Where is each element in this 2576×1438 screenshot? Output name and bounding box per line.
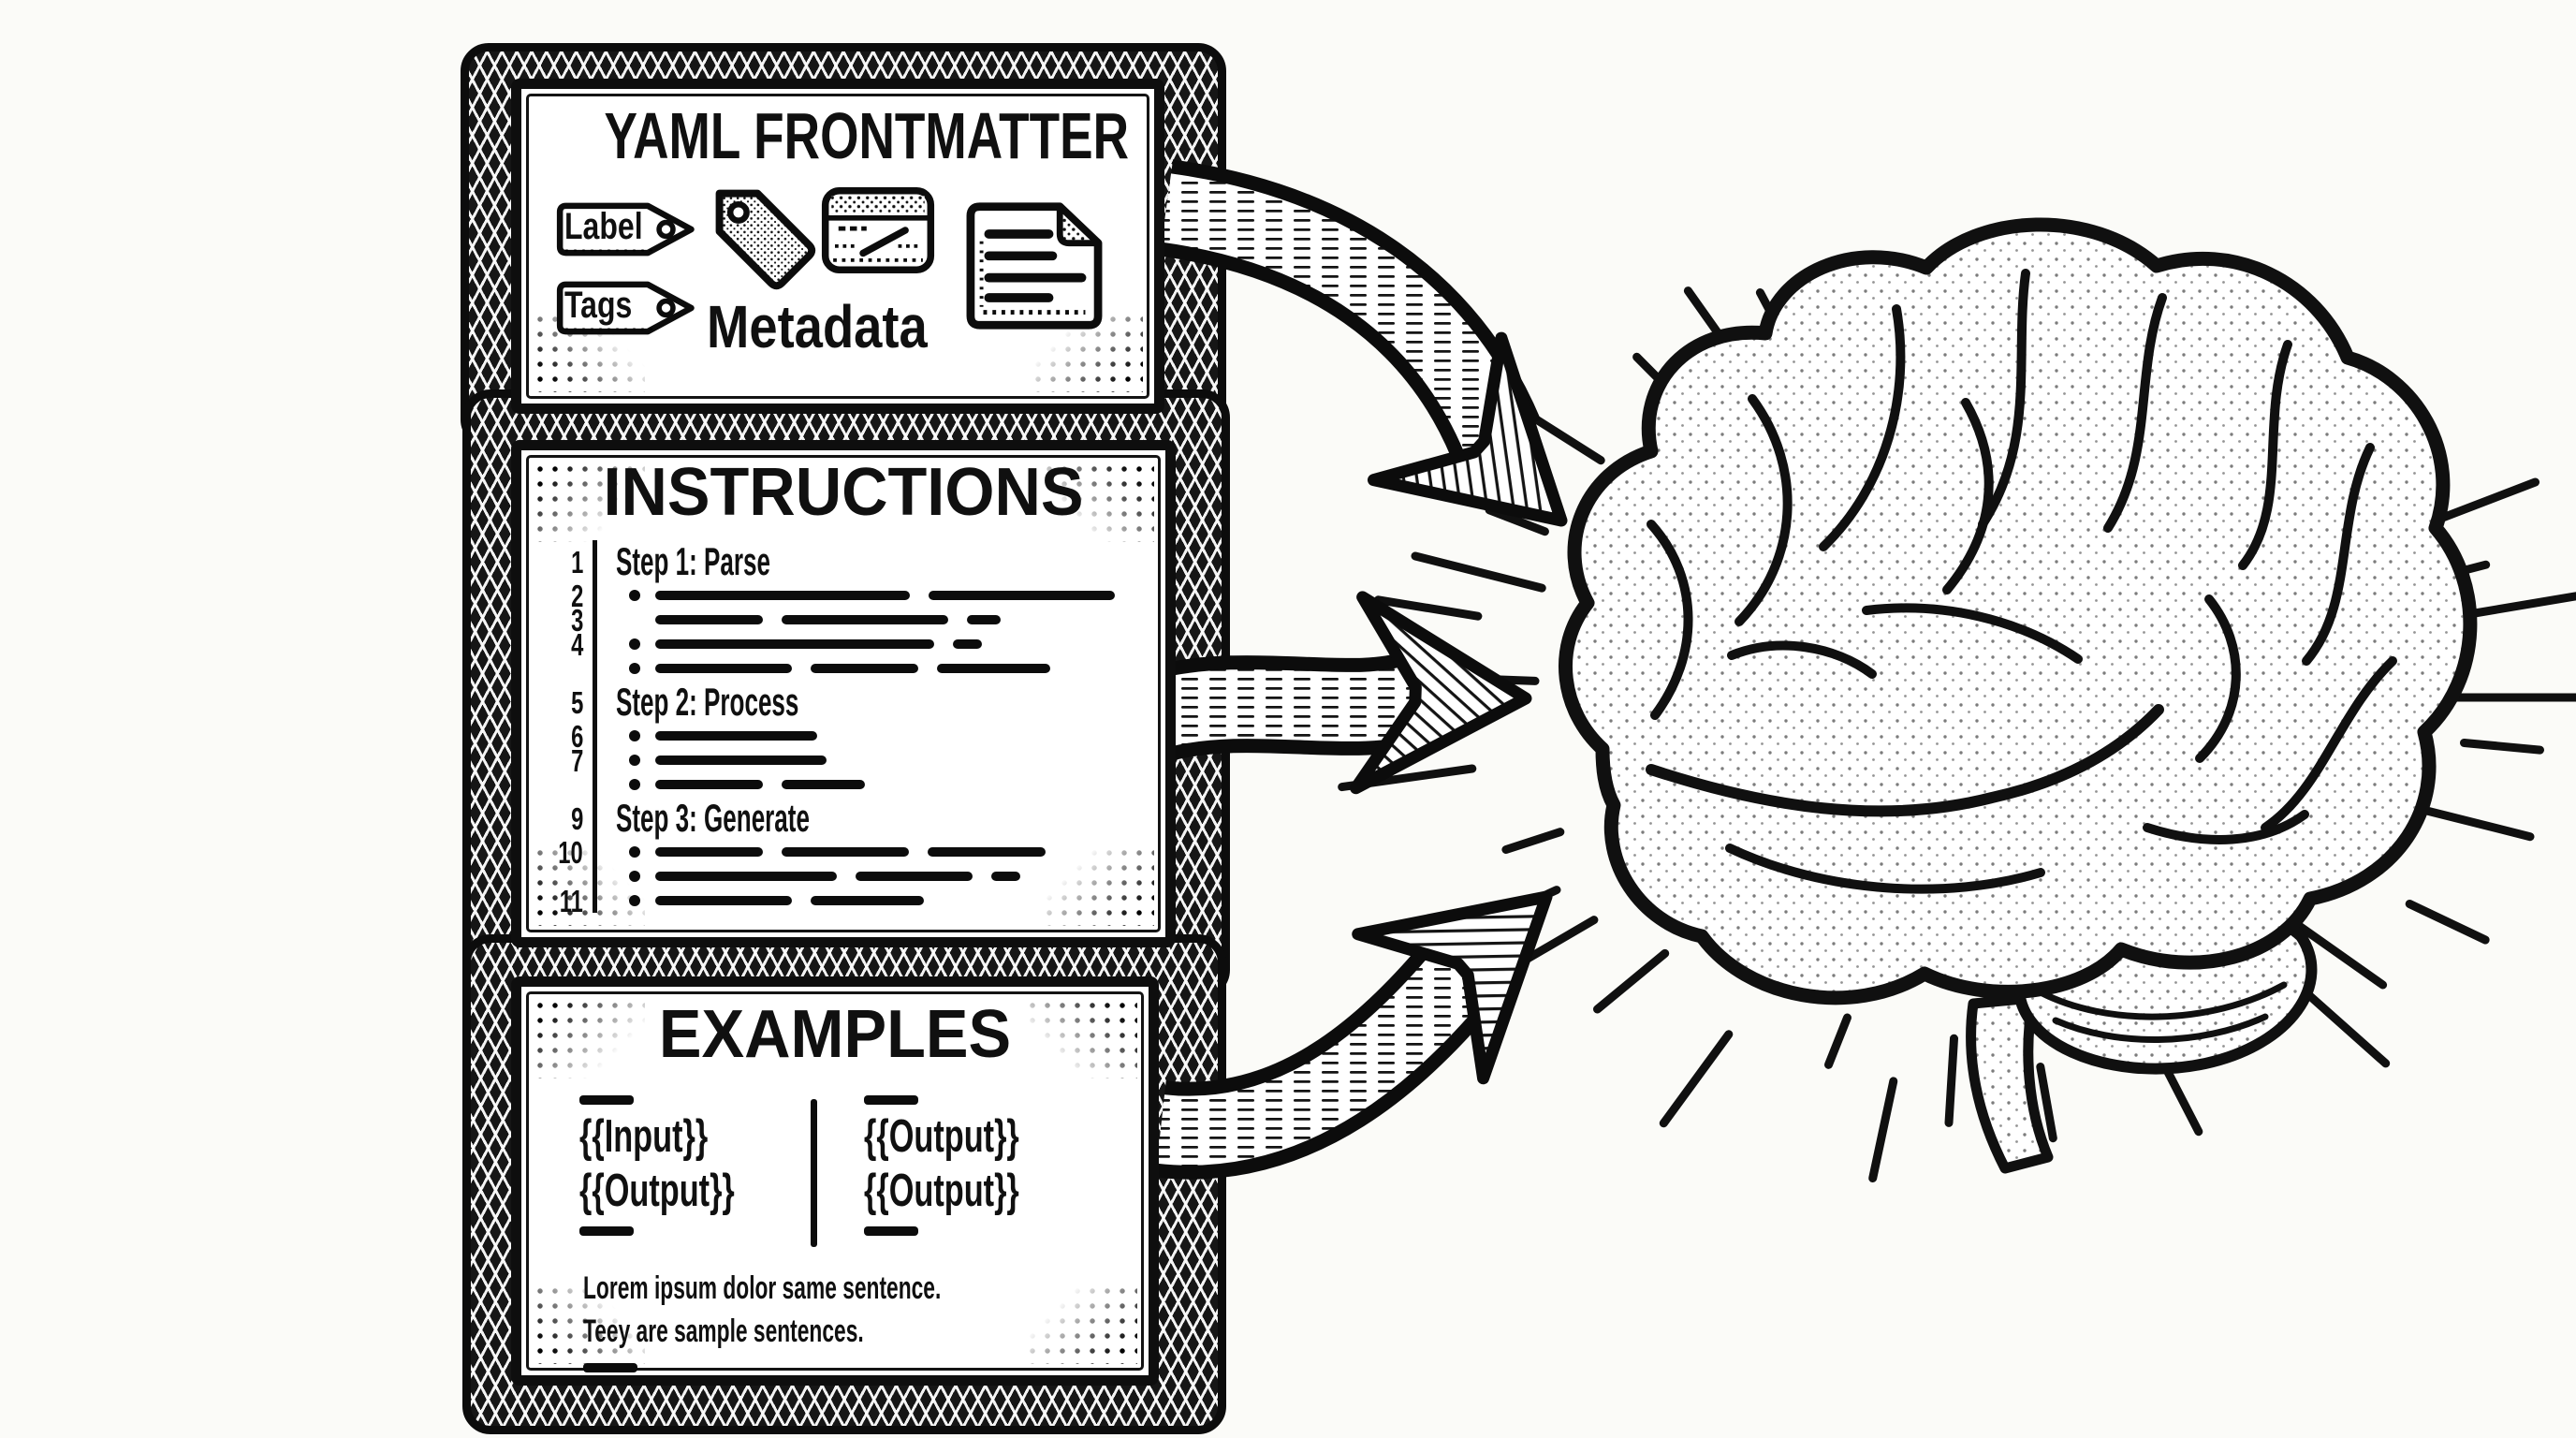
ray-line — [1944, 1034, 1958, 1127]
tag-chip-label: Tags — [564, 284, 633, 326]
dash-mark — [863, 1095, 918, 1105]
instruction-row: 7 — [540, 745, 1145, 776]
metadata-card-icon — [821, 187, 935, 273]
caption-line: Teey are sample sentences. — [583, 1313, 864, 1349]
arrow-instructions-to-brain — [1149, 591, 1532, 795]
bullet-dot — [629, 730, 640, 741]
line-number: 6 — [540, 721, 597, 752]
tag-chip-label: Label — [564, 205, 643, 247]
bullet-dot — [629, 871, 640, 882]
metadata-label: Metadata — [707, 293, 928, 360]
ray-line — [2460, 739, 2544, 755]
bullet-dot — [629, 779, 640, 790]
tags-tag-chip: Tags — [549, 278, 697, 338]
ray-line — [1824, 1013, 1852, 1069]
dash-mark — [579, 1095, 634, 1105]
ray-line — [1593, 948, 1670, 1014]
template-token: {{Input}} — [579, 1111, 709, 1162]
ray-line — [2299, 986, 2391, 1068]
instructions-rows: 1 Step 1: Parse 2 3 4 — [540, 540, 1145, 928]
dash-mark — [579, 1225, 634, 1236]
bullet-dot — [629, 638, 640, 650]
line-number: 4 — [540, 629, 597, 660]
ray-line — [2293, 920, 2388, 990]
tag-chip-icon — [556, 202, 695, 257]
template-token: {{Output}} — [863, 1111, 1019, 1162]
line-number: 11 — [540, 886, 597, 917]
arrow-examples-to-brain — [1155, 890, 1553, 1180]
column-divider — [810, 1099, 817, 1247]
ray-line — [1501, 828, 1565, 854]
label-tag-chip: Label — [549, 199, 697, 259]
bullet-dot — [629, 590, 640, 601]
document-icon — [966, 202, 1103, 330]
brain-stem — [1966, 992, 2054, 1174]
arrow-yaml-to-brain — [1159, 159, 1568, 527]
bullet-dot — [629, 663, 640, 674]
step-heading: Step 1: Parse — [616, 539, 771, 583]
bullet-dot — [629, 895, 640, 906]
ray-line — [1373, 595, 1483, 621]
line-number — [540, 864, 597, 888]
instruction-row: 10 — [540, 837, 1145, 868]
instruction-row: 4 — [540, 629, 1145, 660]
examples-caption: Lorem ipsum dolor same sentence. Teey ar… — [583, 1268, 1118, 1380]
examples-box-title: EXAMPLES — [658, 997, 1012, 1072]
dash-mark — [583, 1362, 637, 1372]
instruction-row: 3 — [540, 605, 1145, 636]
ray-line — [1485, 506, 1549, 536]
ray-line — [2425, 477, 2539, 527]
examples-box: EXAMPLES {{Input}} {{Output}} {{Output}}… — [511, 976, 1159, 1386]
instruction-row: 11 — [540, 886, 1145, 917]
step-heading: Step 2: Process — [616, 680, 799, 724]
examples-columns: {{Input}} {{Output}} {{Output}} {{Output… — [579, 1095, 1111, 1247]
caption-line: Lorem ipsum dolor same sentence. — [583, 1270, 942, 1306]
tag-chip-icon — [556, 281, 695, 335]
yaml-box-title: YAML FRONTMATTER — [604, 99, 1130, 172]
line-number: 7 — [540, 745, 597, 776]
brain-illustration — [1558, 217, 2478, 1174]
bullet-dot — [629, 846, 640, 858]
examples-right-column: {{Output}} {{Output}} — [863, 1095, 1086, 1247]
ray-line — [1411, 551, 1546, 593]
yaml-frontmatter-box: YAML FRONTMATTER Label Tags — [511, 79, 1164, 414]
dash-mark — [863, 1225, 918, 1236]
instruction-row: 5 Step 2: Process — [540, 681, 1145, 724]
line-number: 1 — [540, 540, 597, 583]
instruction-row — [540, 656, 1145, 681]
tag-icon — [715, 189, 816, 290]
line-number: 2 — [540, 580, 597, 611]
line-number — [540, 656, 597, 681]
instructions-box: INSTRUCTIONS 1 Step 1: Parse 2 3 4 — [511, 440, 1176, 947]
ray-line — [2036, 1063, 2057, 1143]
instruction-row — [540, 864, 1145, 888]
instructions-box-title: INSTRUCTIONS — [603, 455, 1084, 530]
examples-left-column: {{Input}} {{Output}} — [579, 1095, 801, 1247]
instruction-row: 1 Step 1: Parse — [540, 540, 1145, 583]
line-number: 5 — [540, 681, 597, 724]
step-heading: Step 3: Generate — [616, 796, 810, 840]
line-number: 3 — [540, 605, 597, 636]
ray-line — [1868, 1077, 1898, 1182]
line-number: 10 — [540, 837, 597, 868]
brain-sylvian-fissure — [1646, 704, 2164, 817]
instruction-row — [540, 772, 1145, 797]
instruction-row: 9 Step 3: Generate — [540, 797, 1145, 840]
instruction-row: 2 — [540, 580, 1145, 611]
template-token: {{Output}} — [863, 1165, 1019, 1216]
ray-line — [2405, 900, 2490, 945]
bullet-dot — [629, 755, 640, 766]
line-number — [540, 772, 597, 797]
ray-line — [1659, 1030, 1734, 1128]
line-number: 9 — [540, 797, 597, 840]
instruction-row: 6 — [540, 721, 1145, 752]
template-token: {{Output}} — [579, 1165, 735, 1216]
